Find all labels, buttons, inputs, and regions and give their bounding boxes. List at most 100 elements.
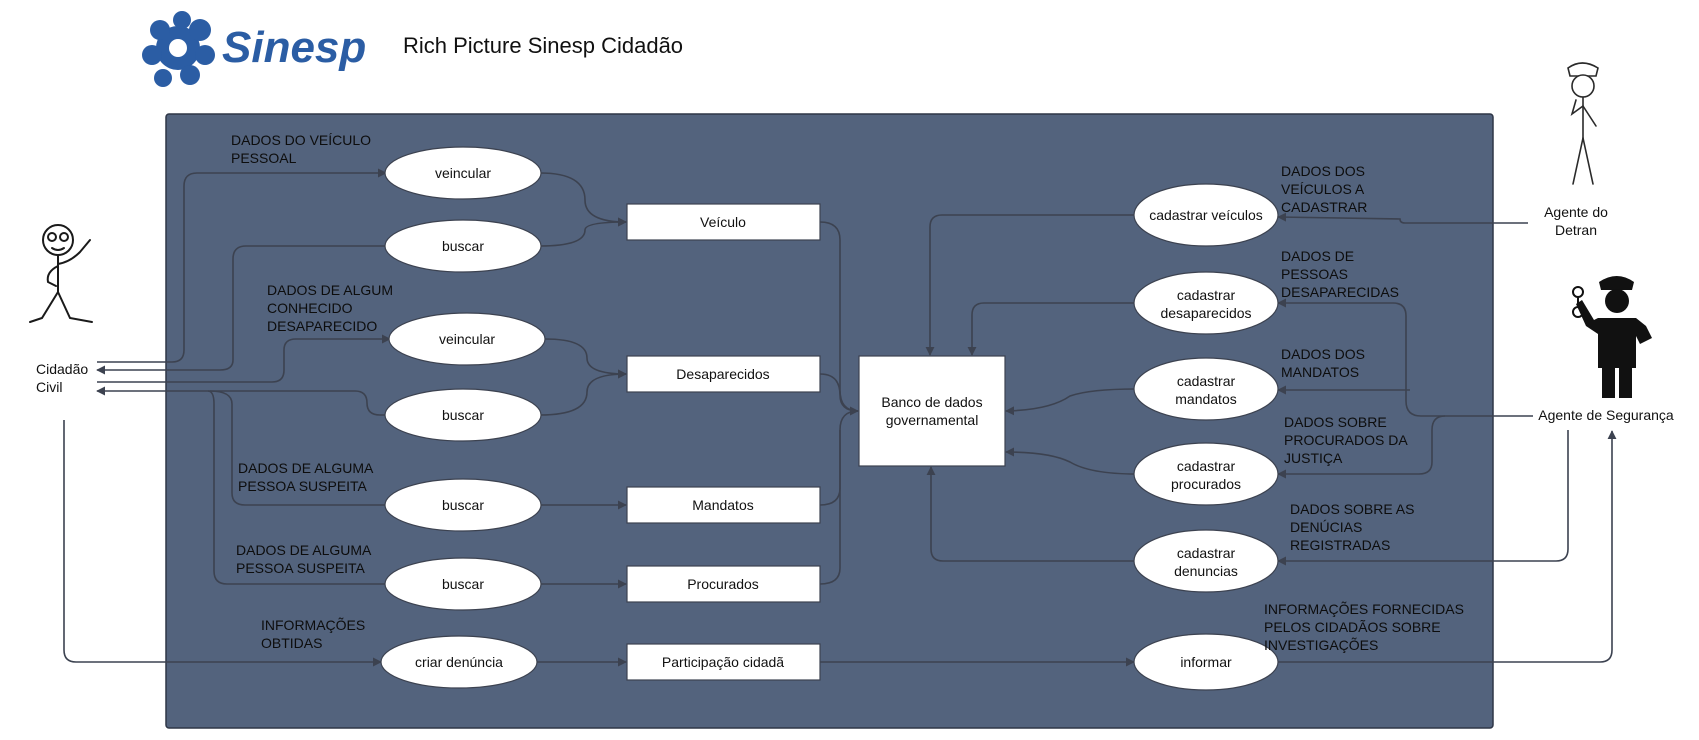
database-governamental: Banco de dados governamental (858, 355, 1006, 467)
annotation-line: JUSTIÇA (1284, 450, 1343, 466)
process-label: buscar (442, 238, 484, 254)
process-label-line: veincular (439, 331, 495, 347)
store-participacao-cidada: Participação cidadã (626, 643, 821, 681)
annotation-line: REGISTRADAS (1290, 537, 1390, 553)
annotation-line: CONHECIDO (267, 300, 353, 316)
annotation-line: PESSOA SUSPEITA (238, 478, 368, 494)
annotation-line: DADOS DE ALGUMA (236, 542, 372, 558)
flow-citizen-to-veincular-1 (97, 168, 387, 363)
annotation-informacoes-obtidas: INFORMAÇÕES OBTIDAS (261, 617, 365, 651)
annotation-line: INFORMAÇÕES (261, 617, 365, 633)
process-ellipse (384, 219, 542, 273)
annotation-dados-denuncias: DADOS SOBRE AS DENÚCIAS REGISTRADAS (1290, 501, 1414, 553)
store-box (626, 355, 821, 393)
flow-desaparecidos-to-db (819, 373, 859, 412)
store-procurados: Procurados (626, 565, 821, 603)
annotation-line: DADOS SOBRE (1284, 414, 1387, 430)
process-ellipse (384, 146, 542, 200)
process-label: buscar (442, 497, 484, 513)
annotation-dados-suspeita-1: DADOS DE ALGUMA PESSOA SUSPEITA (238, 460, 374, 494)
page-title: Rich Picture Sinesp Cidadão (403, 33, 683, 58)
process-label-line: criar denúncia (415, 654, 503, 670)
process-label-line: buscar (442, 407, 484, 423)
process-ellipse (1133, 357, 1279, 421)
process-ellipse (1133, 442, 1279, 506)
process-label-line: informar (1180, 654, 1232, 670)
process-ellipse (384, 557, 542, 611)
process-ellipse (1133, 633, 1279, 691)
flow-security-to-cad-procurados (1277, 415, 1446, 479)
annotation-line: DADOS DE ALGUMA (238, 460, 374, 476)
process-label-line: procurados (1171, 476, 1241, 492)
sinesp-flower-icon (142, 11, 215, 87)
process-label-line: cadastrar (1177, 545, 1236, 561)
actor-security: Agente de Segurança (1538, 276, 1674, 423)
annotation-line: INFORMAÇÕES FORNECIDAS (1264, 601, 1464, 617)
store-label: Participação cidadã (662, 654, 784, 670)
flow-buscar-to-veiculo (539, 217, 627, 247)
flow-cad-desaparecidos-to-db (967, 302, 1136, 356)
process-label: cadastrar veículos (1149, 207, 1263, 223)
flow-security-to-cad-denuncias (1277, 430, 1569, 566)
store-mandatos: Mandatos (626, 486, 821, 524)
actor-label-line: Cidadão (36, 361, 88, 377)
annotation-line: VEÍCULOS A (1281, 181, 1365, 197)
annotation-line: PESSOAS (1281, 266, 1348, 282)
flow-veincular-to-veiculo (539, 172, 627, 227)
process-label-line: veincular (435, 165, 491, 181)
logo-text: Sinesp (222, 23, 366, 72)
annotation-line: DENÚCIAS (1290, 519, 1362, 535)
process-buscar-1: buscar (384, 219, 542, 273)
process-label-line: mandatos (1175, 391, 1236, 407)
store-desaparecidos: Desaparecidos (626, 355, 821, 393)
flow-security-to-cad-desaparecidos (1277, 298, 1533, 417)
flow-veincular-to-desaparecidos (544, 338, 627, 379)
actor-label-line: Detran (1555, 222, 1597, 238)
citizen-stick-figure-icon (29, 224, 93, 323)
process-criar-denuncia: criar denúncia (380, 635, 538, 689)
process-ellipse (384, 388, 542, 442)
database-label-line: Banco de dados (881, 394, 982, 410)
store-box (626, 203, 821, 241)
annotation-informacoes-fornecidas: INFORMAÇÕES FORNECIDAS PELOS CIDADÃOS SOB… (1264, 601, 1464, 653)
annotation-line: OBTIDAS (261, 635, 322, 651)
annotation-line: DADOS DOS (1281, 163, 1365, 179)
process-label: veincular (435, 165, 491, 181)
process-label-line: buscar (442, 497, 484, 513)
flow-buscar-to-citizen (96, 245, 386, 375)
flow-procurados-to-db (819, 430, 841, 585)
sinesp-logo: Sinesp (142, 11, 366, 87)
flow-cad-veiculos-to-db (925, 214, 1134, 356)
store-box (626, 486, 821, 524)
annotation-line: PELOS CIDADÃOS SOBRE (1264, 619, 1441, 635)
process-ellipse (384, 478, 542, 532)
store-veiculo: Veículo (626, 203, 821, 241)
process-veincular-2: veincular (388, 312, 546, 366)
process-label-line: desaparecidos (1160, 305, 1251, 321)
process-cadastrar-desaparecidos: cadastrar desaparecidos (1133, 271, 1279, 335)
database-box (858, 355, 1006, 467)
annotation-line: DADOS SOBRE AS (1290, 501, 1414, 517)
process-label-line: cadastrar (1177, 287, 1236, 303)
annotation-line: INVESTIGAÇÕES (1264, 637, 1378, 653)
database-label-line: governamental (886, 412, 979, 428)
process-label-line: cadastrar veículos (1149, 207, 1263, 223)
flow-buscar-to-desaparecidos (539, 369, 627, 416)
annotation-line: DESAPARECIDO (267, 318, 377, 334)
flow-citizen-to-veincular-2 (97, 334, 391, 383)
flow-cad-procurados-to-db (1005, 447, 1137, 475)
